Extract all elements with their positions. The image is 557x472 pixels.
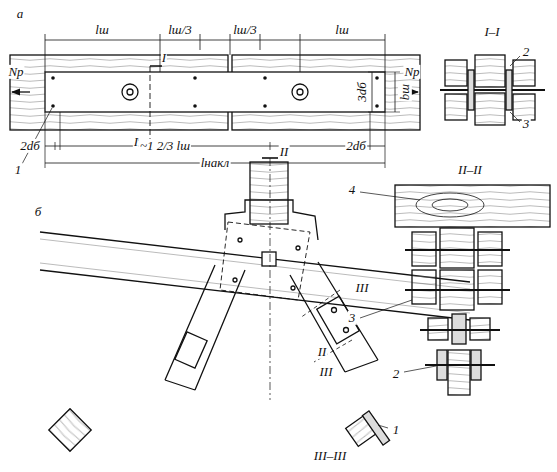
section-mark: III bbox=[355, 281, 370, 295]
dimension-label: ~1 2/3 lш bbox=[139, 139, 191, 153]
callout-number: 3 bbox=[348, 311, 357, 325]
section-title: I–I bbox=[483, 25, 500, 39]
force-label: Nр bbox=[7, 65, 24, 79]
view-letter: а bbox=[16, 7, 25, 21]
dimension-label: lш bbox=[334, 23, 349, 37]
section-mark: II bbox=[279, 145, 290, 159]
dimension-label: lнакл bbox=[200, 156, 231, 170]
callout-number: 1 bbox=[14, 163, 23, 177]
callout-number: 4 bbox=[348, 183, 357, 197]
dimension-label: 2dб bbox=[345, 139, 367, 153]
section-mark: I bbox=[161, 51, 167, 65]
section-title: III–III bbox=[313, 449, 347, 463]
section-mark: II bbox=[317, 345, 328, 359]
force-label: Nр bbox=[403, 65, 420, 79]
view-letter: б bbox=[34, 205, 43, 219]
section-title: II–II bbox=[457, 163, 483, 177]
callout-number: 2 bbox=[522, 45, 531, 59]
dimension-label: 3dб bbox=[355, 81, 369, 103]
dimension-label: lш/3 bbox=[167, 23, 193, 37]
dimension-label: bш bbox=[398, 83, 412, 101]
callout-number: 3 bbox=[522, 117, 531, 131]
dimension-label: 2dб bbox=[19, 139, 41, 153]
dimension-label: lш/3 bbox=[232, 23, 258, 37]
section-mark: III bbox=[319, 365, 334, 379]
callout-number: 1 bbox=[392, 423, 401, 437]
dimension-label: lш bbox=[94, 23, 109, 37]
callout-number: 2 bbox=[392, 367, 401, 381]
